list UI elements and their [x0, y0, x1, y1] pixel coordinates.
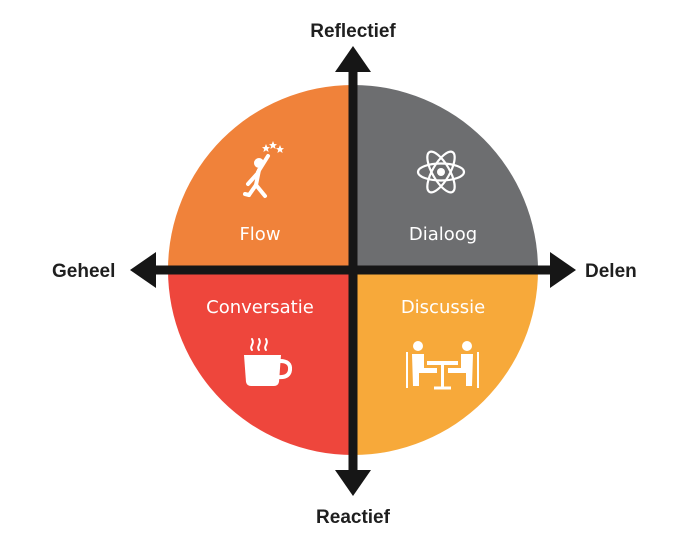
quadrant-dialoog — [353, 85, 538, 270]
arrow-up — [335, 46, 371, 72]
coffee-cup-icon — [244, 338, 293, 386]
quadrant-label-conversatie: Conversatie — [206, 297, 314, 318]
axis-label-right: Delen — [585, 261, 637, 282]
quadrant-label-dialoog: Dialoog — [409, 224, 477, 245]
quadrant-flow — [168, 85, 353, 270]
axis-label-left: Geheel — [52, 261, 115, 282]
arrow-right — [550, 252, 576, 288]
person-reaching-stars-icon — [243, 141, 284, 198]
quadrant-label-discussie: Discussie — [401, 297, 485, 318]
atom-icon — [416, 150, 466, 194]
arrow-down — [335, 470, 371, 496]
meeting-table-icon — [406, 341, 479, 390]
axis-label-bottom: Reactief — [316, 507, 391, 528]
arrow-left — [130, 252, 156, 288]
quadrant-label-flow: Flow — [239, 224, 280, 245]
axes — [130, 46, 576, 496]
axis-label-top: Reflectief — [310, 21, 396, 42]
